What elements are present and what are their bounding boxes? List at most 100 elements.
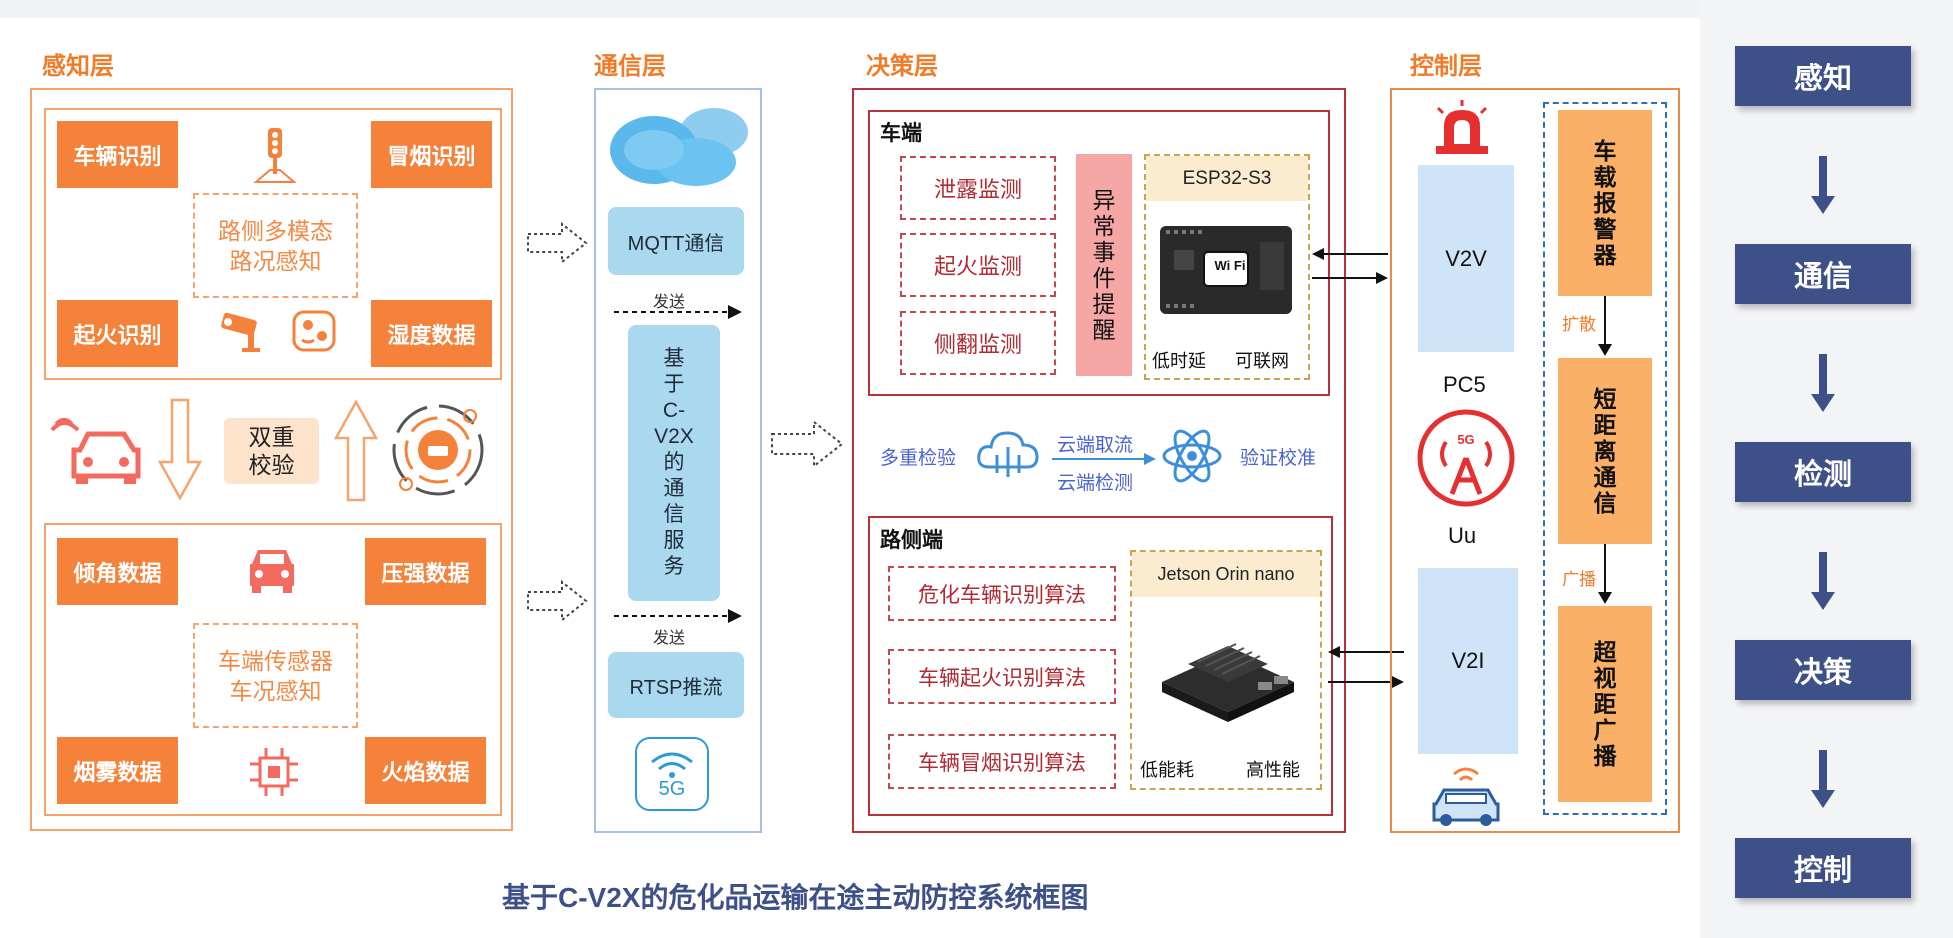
v2i-box: V2I <box>1418 568 1518 754</box>
send-label-top: 发送 <box>653 294 686 311</box>
alert-char: 常 <box>1092 213 1116 239</box>
antenna-5g-badge: 5G <box>1457 432 1475 447</box>
service-char: 通 <box>663 477 685 500</box>
vehicle-radar-icon <box>388 400 488 500</box>
verify-calibrate-label: 验证校准 <box>1240 448 1317 469</box>
diagram-caption: 基于C-V2X的危化品运输在途主动防控系统框图 <box>502 882 1089 913</box>
down-arrow-icon <box>158 398 202 502</box>
leak-monitor-box: 泄露监测 <box>900 156 1056 220</box>
networked-label: 可联网 <box>1235 351 1289 371</box>
tile-char: 距 <box>1593 691 1617 717</box>
traffic-light-icon <box>252 126 298 184</box>
tile-char: 报 <box>1593 190 1617 216</box>
vehicle-fire-algo-box: 车辆起火识别算法 <box>888 649 1116 704</box>
service-char: V2X <box>654 425 694 448</box>
tile-fire-recognition: 起火识别 <box>57 300 178 367</box>
tile-char: 播 <box>1593 743 1617 769</box>
flow-step-decision: 决策 <box>1735 640 1911 700</box>
low-latency-label: 低时延 <box>1152 351 1206 371</box>
communication-layer-title: 通信层 <box>594 53 666 80</box>
vehicle-smoke-algo-box: 车辆冒烟识别算法 <box>888 734 1116 789</box>
roadside-title: 路侧端 <box>880 529 943 552</box>
perception-layer-box <box>30 88 513 831</box>
bidirectional-arrow-icon <box>1326 642 1406 692</box>
tile-vehicle-recognition: 车辆识别 <box>57 121 178 188</box>
roadside-multimodal-line2: 路况感知 <box>229 247 322 274</box>
flow-step-control: 控制 <box>1735 838 1911 898</box>
tile-char: 短 <box>1593 386 1617 412</box>
alarm-light-icon <box>1430 98 1494 158</box>
cloud-network-icon <box>975 425 1041 481</box>
alert-char: 醒 <box>1092 317 1116 343</box>
service-char: 务 <box>663 555 685 578</box>
service-char: 于 <box>663 373 685 396</box>
tile-char: 离 <box>1593 438 1617 464</box>
vehicle-side-title: 车端 <box>880 122 922 145</box>
rollover-monitor-box: 侧翻监测 <box>900 311 1056 375</box>
dotted-arrow-icon <box>526 580 588 622</box>
esp32-title: ESP32-S3 <box>1146 156 1308 201</box>
vehicle-sensor-center-box: 车端传感器 车况感知 <box>193 623 358 728</box>
tile-char: 器 <box>1593 242 1617 268</box>
dashed-arrow-icon <box>612 302 744 322</box>
cloud-icon <box>606 100 752 190</box>
down-arrow-small-icon <box>1596 296 1614 358</box>
5g-wifi-icon <box>632 734 712 814</box>
tile-char: 超 <box>1593 639 1617 665</box>
onboard-alarm-tile: 车 载 报 警 器 <box>1558 110 1652 296</box>
dotted-arrow-icon <box>526 222 588 264</box>
c-v2x-service-box: 基 于 C- V2X 的 通 信 服 务 <box>628 325 720 601</box>
multi-check-label: 多重检验 <box>880 448 957 469</box>
blue-arrow-icon <box>1050 452 1158 466</box>
mqtt-box: MQTT通信 <box>608 207 744 275</box>
beyond-visual-range-broadcast-tile: 超 视 距 广 播 <box>1558 606 1652 802</box>
v2v-box: V2V <box>1418 165 1514 352</box>
bidirectional-arrow-icon <box>1310 244 1390 288</box>
esp32-board-icon <box>1156 220 1296 320</box>
high-performance-label: 高性能 <box>1246 760 1300 780</box>
jetson-board-icon <box>1154 612 1302 730</box>
flow-down-arrow-icon <box>1810 750 1836 810</box>
uu-label: Uu <box>1448 523 1477 548</box>
dual-verification-box: 双重 校验 <box>224 418 319 484</box>
service-char: 基 <box>663 347 685 370</box>
vehicle-signal-icon <box>50 410 150 488</box>
communication-layer-box <box>594 88 762 833</box>
vehicle-sensor-box <box>44 523 502 816</box>
service-char: 服 <box>663 529 685 552</box>
down-arrow-small-icon <box>1596 544 1614 606</box>
alert-char: 事 <box>1092 239 1116 265</box>
diffuse-label: 扩散 <box>1562 315 1596 334</box>
short-range-comm-tile: 短 距 离 通 信 <box>1558 358 1652 544</box>
low-power-label: 低能耗 <box>1140 760 1194 780</box>
vehicle-sensor-line2: 车况感知 <box>229 677 322 704</box>
tile-humidity-data: 湿度数据 <box>371 300 492 367</box>
camera-icon <box>218 308 270 354</box>
atom-icon <box>1160 424 1224 488</box>
dotted-arrow-icon <box>770 420 844 468</box>
tile-flame-data: 火焰数据 <box>365 737 486 804</box>
alert-char: 异 <box>1092 187 1116 213</box>
tile-char: 广 <box>1593 717 1617 743</box>
esp32-device-box <box>1144 154 1310 380</box>
flow-step-communication: 通信 <box>1735 244 1911 304</box>
tile-char: 视 <box>1593 665 1617 691</box>
top-band <box>0 0 1953 18</box>
roadside-perception-box <box>44 108 502 380</box>
tile-pressure-data: 压强数据 <box>365 538 486 605</box>
sensor-icon <box>290 308 338 354</box>
pc5-label: PC5 <box>1443 372 1486 397</box>
connected-car-icon <box>1428 760 1504 830</box>
roadside-box <box>868 516 1333 816</box>
send-label-bottom: 发送 <box>653 630 686 647</box>
decision-layer-box <box>852 88 1346 833</box>
broadcast-label: 广播 <box>1562 570 1596 589</box>
control-layer-title: 控制层 <box>1410 53 1482 80</box>
wifi-logo-text: Wi Fi <box>1214 258 1246 273</box>
tile-char: 载 <box>1593 164 1617 190</box>
tile-char: 通 <box>1593 464 1617 490</box>
control-actuator-dashed-box <box>1543 102 1667 815</box>
service-char: 信 <box>663 503 685 526</box>
rtsp-box: RTSP推流 <box>608 652 744 718</box>
5g-badge-text: 5G <box>658 778 686 800</box>
